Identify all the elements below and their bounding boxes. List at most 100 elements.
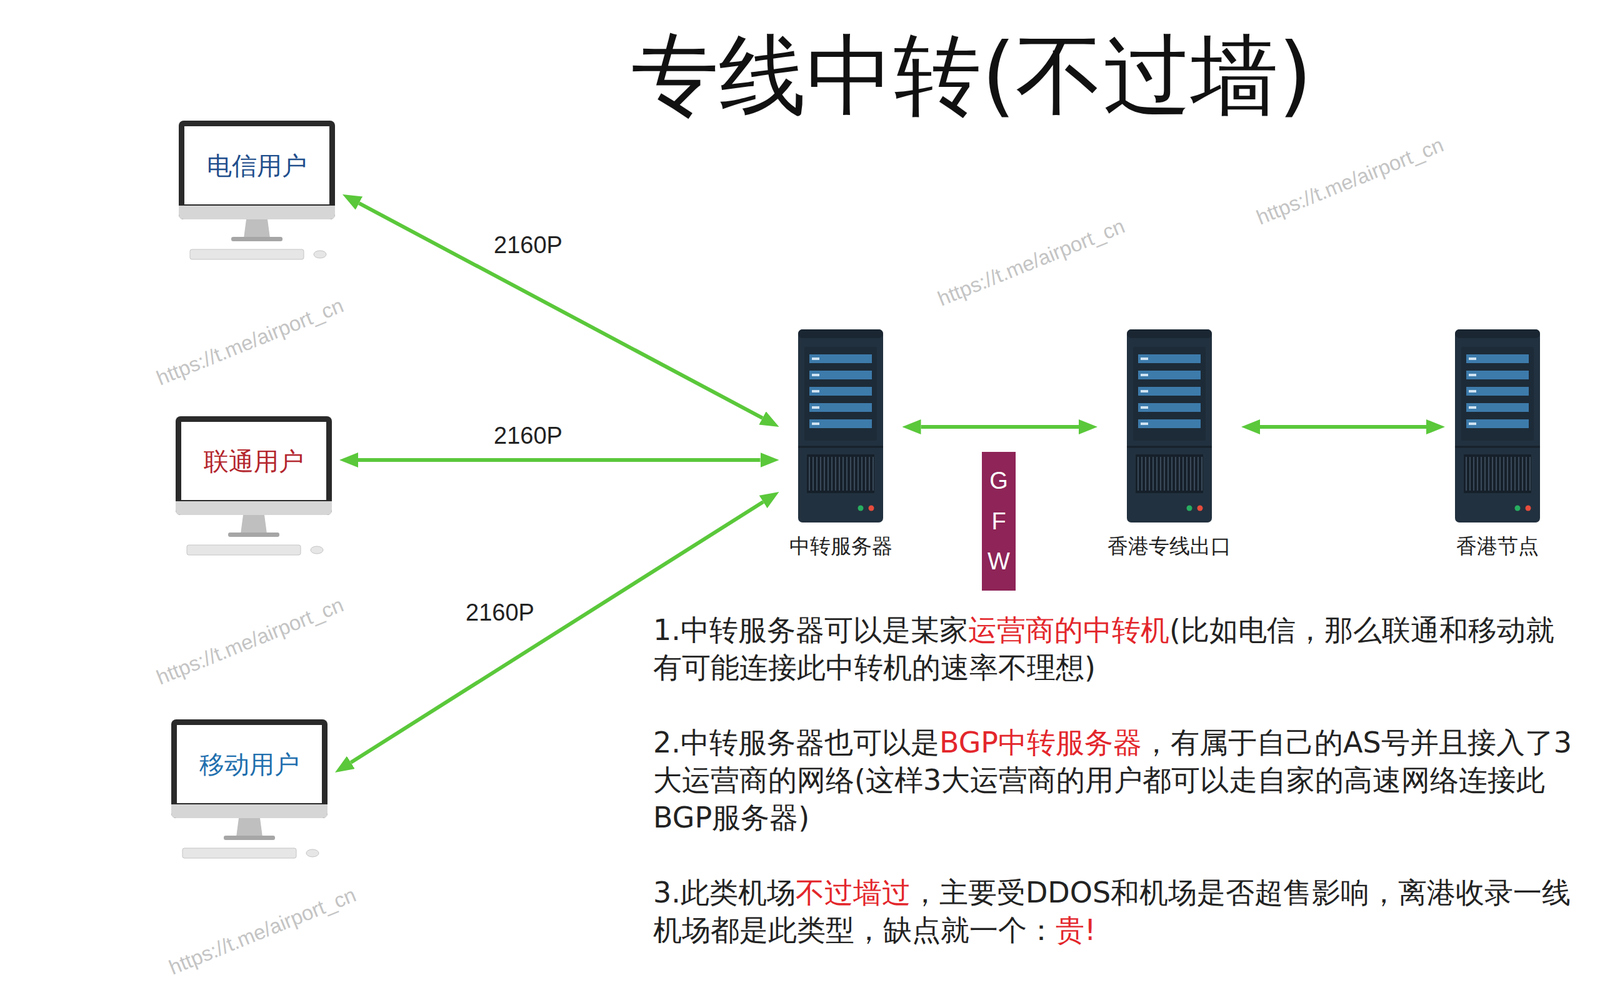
server-slot — [1466, 370, 1529, 380]
monitor-chin — [171, 804, 328, 819]
monitor-chin — [175, 501, 332, 515]
server-slot-tick — [811, 406, 820, 409]
server-grill-bar — [1518, 456, 1520, 491]
server-grill-bar — [1201, 456, 1203, 491]
server-body — [1455, 329, 1540, 523]
server-grill-bar — [1186, 456, 1188, 491]
monitor-screen-area: 移动用户 — [176, 725, 322, 804]
server-slot-tick — [1140, 373, 1149, 377]
node-label: 香港专线出口 — [1107, 533, 1232, 559]
server-panel — [1133, 346, 1206, 441]
server-node: 香港专线出口 — [1105, 329, 1234, 559]
monitor-screen — [176, 725, 322, 804]
server-cap — [798, 329, 884, 339]
server-icon — [1126, 329, 1212, 523]
watermark: https://t.me/airport_cn — [153, 593, 347, 690]
monitor-base — [228, 532, 280, 537]
server-slot — [1466, 386, 1529, 396]
band-label: GFW — [986, 460, 1011, 582]
server-grill-bar — [1160, 456, 1162, 491]
server-grill-bar — [850, 456, 852, 491]
server-grill-bar — [835, 456, 837, 491]
server-grill-bar — [1525, 456, 1527, 491]
server-grill-bar — [1503, 456, 1505, 491]
monitor-screen-area: 电信用户 — [184, 126, 330, 205]
server-grill-bar — [1480, 456, 1482, 491]
monitor-screen — [184, 126, 330, 205]
connector-arrow — [921, 425, 1080, 429]
server-divider — [1126, 446, 1212, 449]
server-grill-bar — [1529, 456, 1531, 491]
server-grill-bar — [868, 456, 870, 491]
server-slot — [809, 370, 872, 380]
server-slot-tick — [811, 390, 820, 393]
server-grill-bar — [823, 456, 825, 491]
server-grill-bar — [1163, 456, 1165, 491]
server-cap — [1455, 329, 1540, 339]
server-slot-tick — [1468, 390, 1477, 393]
server-grill-bar — [1476, 456, 1479, 491]
server-grill-bar — [842, 456, 844, 491]
server-node: 香港节点 — [1452, 329, 1543, 559]
highlight-text: 贵! — [1055, 913, 1096, 947]
user-terminal: 联通用户 — [175, 416, 332, 564]
server-slot — [1466, 403, 1529, 412]
server-slot — [1466, 354, 1529, 364]
edge-label: 2160P — [490, 230, 567, 260]
server-grill-bar — [865, 456, 867, 491]
server-grill-bar — [838, 456, 840, 491]
server-grill-bar — [1488, 456, 1490, 491]
server-led — [858, 505, 864, 512]
server-grill-bar — [1190, 456, 1192, 491]
server-slot — [1138, 370, 1201, 380]
server-led — [868, 505, 875, 512]
edge-label: 2160P — [490, 421, 567, 451]
server-grill-bar — [1469, 456, 1471, 491]
server-slot-tick — [1140, 357, 1149, 360]
server-grill-bar — [808, 456, 810, 491]
mouse — [310, 546, 324, 554]
user-terminal: 电信用户 — [178, 120, 335, 268]
keyboard — [182, 848, 297, 859]
monitor-icon — [171, 719, 328, 867]
firewall-band: GFW — [981, 451, 1016, 591]
server-slot — [809, 419, 872, 429]
server-grill-bar — [1495, 456, 1497, 491]
server-grill-bar — [1167, 456, 1169, 491]
server-grill-bar — [1197, 456, 1199, 491]
edge-label: 2160P — [461, 598, 539, 628]
server-grill-bar — [1514, 456, 1516, 491]
server-grill-bar — [1141, 456, 1143, 491]
server-slot-tick — [811, 373, 820, 377]
connector-arrow — [358, 203, 763, 419]
server-grill-bar — [812, 456, 814, 491]
server-grill-bar — [853, 456, 855, 491]
server-grill-bar — [872, 456, 874, 491]
server-led — [1515, 505, 1521, 512]
monitor-icon — [178, 120, 335, 268]
server-grill-bar — [1178, 456, 1180, 491]
server-grill-bar — [1465, 456, 1467, 491]
server-grill-bar — [1175, 456, 1177, 491]
monitor-screen-area: 联通用户 — [181, 421, 327, 500]
keyboard — [190, 249, 304, 260]
monitor-screen — [181, 421, 327, 500]
mouse — [306, 849, 319, 857]
server-grill — [1135, 454, 1204, 494]
server-divider — [798, 446, 884, 449]
server-slot — [1138, 419, 1201, 429]
connector-arrow — [358, 458, 761, 462]
server-grill-bar — [1152, 456, 1154, 491]
server-grill-bar — [816, 456, 818, 491]
note-text: 3.此类机场 — [653, 875, 796, 910]
node-label: 香港节点 — [1456, 533, 1539, 559]
server-slot-tick — [811, 422, 820, 425]
server-grill-bar — [1148, 456, 1150, 491]
monitor-chin — [178, 205, 335, 220]
server-grill-bar — [861, 456, 863, 491]
note-paragraph: 2.中转服务器也可以是BGP中转服务器，有属于自己的AS号并且接入了3大运营商的… — [653, 723, 1579, 837]
server-body — [798, 329, 884, 523]
server-body — [1126, 329, 1212, 523]
server-slot — [1138, 386, 1201, 396]
monitor-icon — [175, 416, 332, 564]
